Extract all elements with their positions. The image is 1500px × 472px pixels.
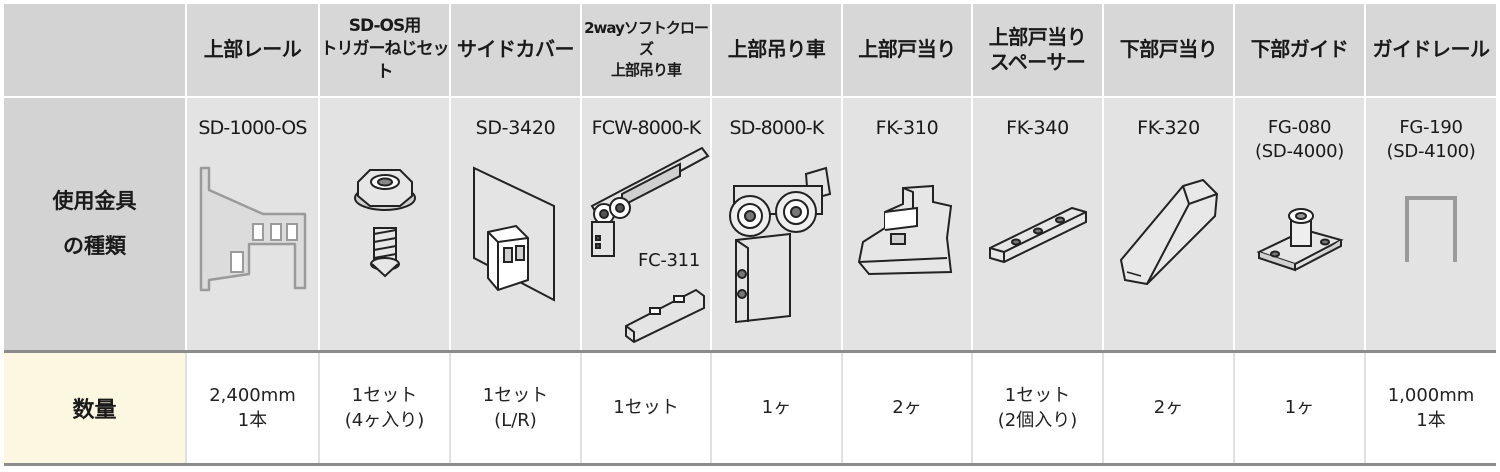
quantity-value: 2ヶ (1153, 397, 1184, 419)
qty-guide-rail: 1,000mm 1本 (1364, 349, 1496, 467)
qty-lower-door-stop: 2ヶ (1102, 349, 1234, 467)
column-name: ガイドレール (1372, 37, 1491, 62)
corner-cell (4, 4, 186, 98)
upper-hanger-icon (728, 166, 831, 324)
quantity-value: 2,400mm 1本 (209, 384, 296, 431)
parts-row-label: 使用金具 の種類 (4, 96, 186, 352)
model-number: FK-340 (1006, 116, 1069, 139)
qty-upper-door-stop: 2ヶ (841, 349, 972, 467)
qty-soft-close-hanger: 1セット (580, 349, 711, 467)
header-upper-rail: 上部レール (185, 4, 319, 98)
parts-row: 使用金具 の種類 SD-1000-OS (4, 96, 1496, 352)
part-guide-rail: FG-190 (SD-4100) (1364, 96, 1496, 352)
column-name: 上部戸当り (858, 37, 956, 62)
header-row: 上部レール SD-OS用 トリガーねじセット サイドカバー 2wayソフトクロー… (4, 4, 1496, 98)
quantity-value: 1セット (613, 397, 679, 419)
qty-trigger-screw-set: 1セット (4ヶ入り) (318, 349, 450, 467)
column-name: 下部戸当り (1119, 37, 1218, 62)
trigger-screw-set-icon (353, 168, 416, 278)
header-trigger-screw-set: SD-OS用 トリガーねじセット (318, 4, 450, 98)
lower-guide-icon (1255, 207, 1344, 272)
part-lower-guide: FG-080 (SD-4000) (1233, 96, 1365, 352)
header-side-cover: サイドカバー (449, 4, 581, 98)
quantity-value: 1ヶ (1284, 397, 1315, 419)
quantity-value: 1セット (2個入り) (997, 384, 1078, 431)
column-name: 下部ガイド (1250, 37, 1349, 62)
header-soft-close-hanger: 2wayソフトクローズ 上部吊り車 (580, 4, 711, 98)
part-trigger-screw-set (318, 96, 450, 352)
quantity-value: 1ヶ (761, 397, 792, 419)
qty-upper-hanger: 1ヶ (710, 349, 842, 467)
header-guide-rail: ガイドレール (1364, 4, 1496, 98)
upper-door-stop-icon (857, 184, 953, 275)
upper-rail-icon (199, 166, 306, 292)
header-door-stop-spacer: 上部戸当り スペーサー (971, 4, 1103, 98)
model-number: SD-1000-OS (198, 116, 307, 139)
lower-door-stop-icon (1119, 178, 1218, 285)
guide-rail-icon (1405, 195, 1457, 262)
model-number: FG-080 (SD-4000) (1255, 116, 1344, 162)
part-door-stop-spacer: FK-340 (971, 96, 1103, 352)
part-upper-rail: SD-1000-OS (185, 96, 319, 352)
model-number: SD-3420 (475, 116, 556, 139)
model-number: FK-320 (1137, 116, 1200, 139)
header-upper-hanger: 上部吊り車 (710, 4, 842, 98)
row-label-text: 使用金具 の種類 (52, 188, 137, 258)
quantity-value: 1セット (L/R) (482, 384, 549, 431)
model-number: SD-8000-K (729, 116, 824, 139)
column-name: SD-OS用 トリガーねじセット (320, 16, 450, 83)
qty-lower-guide: 1ヶ (1233, 349, 1365, 467)
column-name: サイドカバー (457, 37, 575, 62)
quantity-value: 2ヶ (892, 397, 922, 419)
header-upper-door-stop: 上部戸当り (841, 4, 972, 98)
row-label-text: 数量 (72, 397, 117, 423)
soft-close-hanger-icon (590, 146, 710, 344)
header-lower-door-stop: 下部戸当り (1102, 4, 1234, 98)
part-upper-door-stop: FK-310 (841, 96, 972, 352)
quantity-row: 数量 2,400mm 1本 1セット (4ヶ入り) 1セット (L/R) 1セッ… (4, 349, 1496, 467)
qty-door-stop-spacer: 1セット (2個入り) (971, 349, 1103, 467)
part-lower-door-stop: FK-320 (1102, 96, 1234, 352)
quantity-row-label: 数量 (4, 349, 186, 467)
sub-model-number: FC-311 (638, 249, 700, 271)
part-upper-hanger: SD-8000-K (710, 96, 842, 352)
model-number: FK-310 (875, 116, 939, 139)
column-name: 上部レール (203, 37, 302, 62)
header-lower-guide: 下部ガイド (1233, 4, 1365, 98)
qty-upper-rail: 2,400mm 1本 (185, 349, 319, 467)
door-stop-spacer-icon (988, 206, 1087, 263)
part-soft-close-hanger: FCW-8000-K FC-311 (580, 96, 711, 352)
hardware-table: 上部レール SD-OS用 トリガーねじセット サイドカバー 2wayソフトクロー… (4, 4, 1496, 467)
part-side-cover: SD-3420 (449, 96, 581, 352)
column-name: 2wayソフトクローズ 上部吊り車 (584, 19, 709, 80)
quantity-value: 1,000mm 1本 (1387, 384, 1475, 431)
model-number: FG-190 (SD-4100) (1386, 116, 1476, 162)
side-cover-icon (472, 166, 555, 302)
model-number: FCW-8000-K (591, 116, 702, 139)
qty-side-cover: 1セット (L/R) (449, 349, 581, 467)
column-name: 上部吊り車 (727, 37, 826, 62)
column-name: 上部戸当り スペーサー (988, 24, 1087, 74)
quantity-value: 1セット (4ヶ入り) (344, 384, 425, 431)
